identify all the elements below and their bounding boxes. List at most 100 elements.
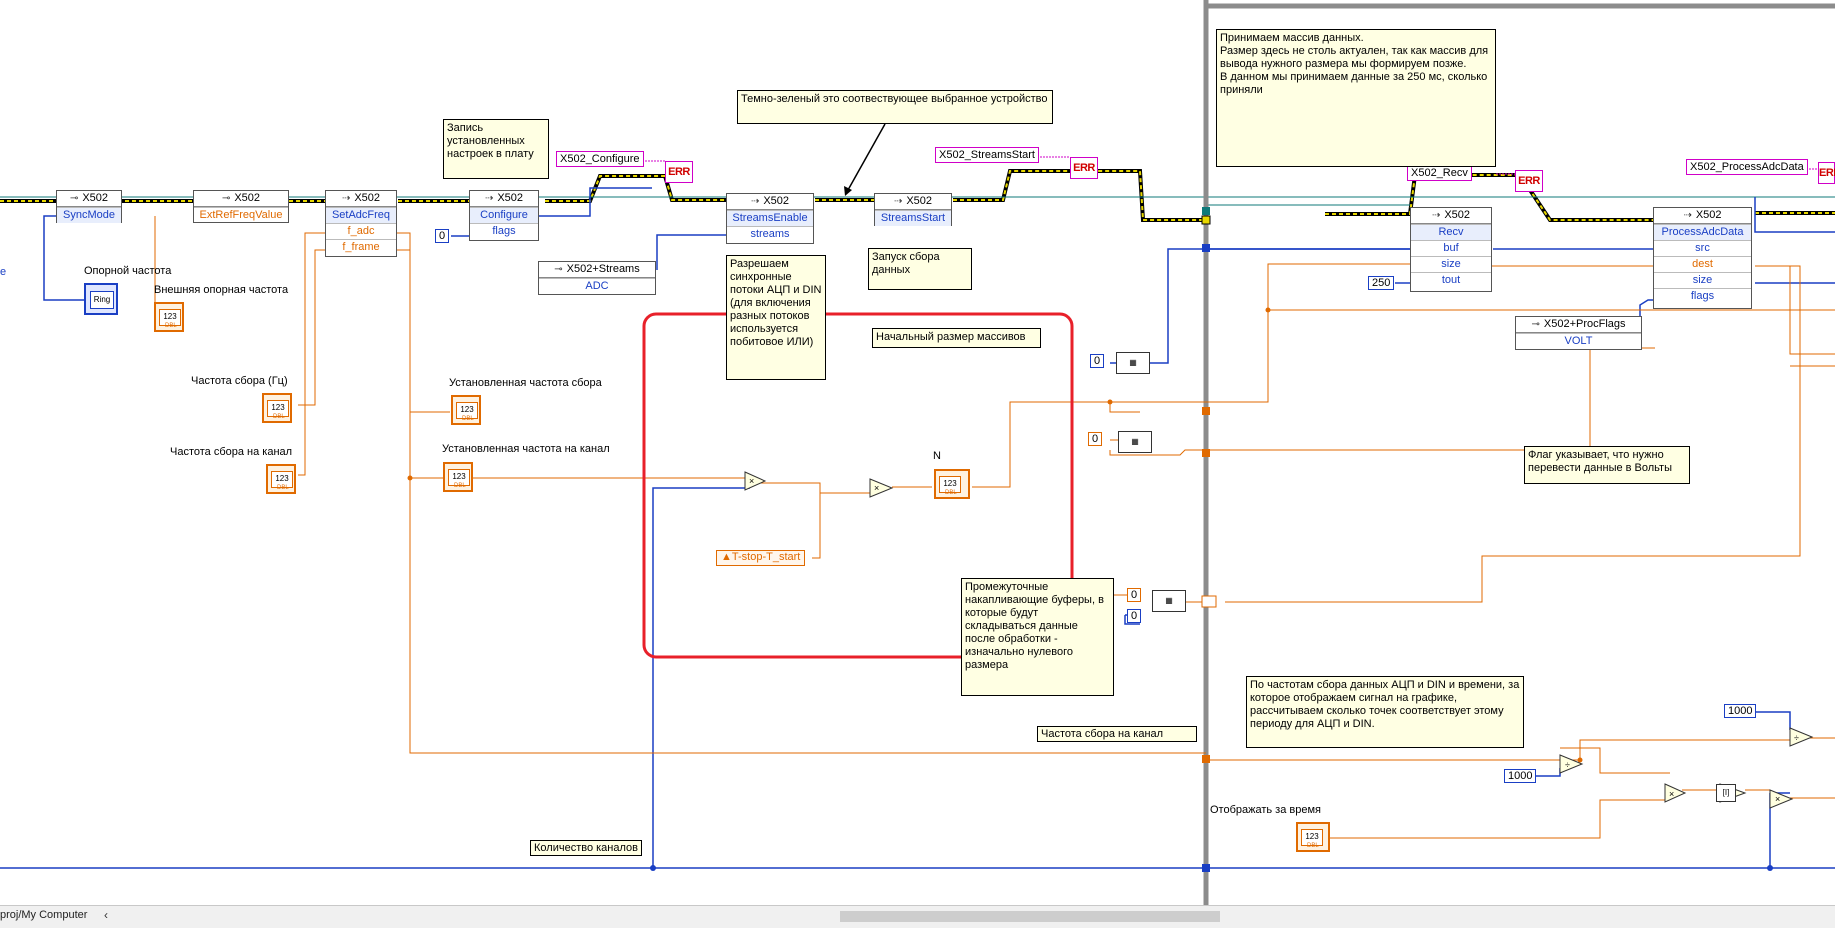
invoke-icon: ⇢ <box>484 193 494 204</box>
method-processadcdata[interactable]: ProcessAdcData <box>1654 224 1751 240</box>
invoke-icon: ⇢ <box>750 196 760 207</box>
node-header: X502 <box>906 195 933 207</box>
vi-path: proj/My Computer <box>0 909 88 921</box>
param-flags[interactable]: flags <box>1654 288 1751 304</box>
terminal-recv[interactable]: X502_Recv <box>1407 165 1472 181</box>
note-buffers: Промежуточные накапливающие буферы, в ко… <box>961 578 1114 696</box>
method-configure[interactable]: Configure <box>470 207 538 223</box>
math-primitives <box>744 471 1814 809</box>
orange-wires <box>154 216 1835 839</box>
property-icon: ⊸ <box>554 264 563 275</box>
const-buffer-zero[interactable]: 0 <box>1127 609 1142 623</box>
node-configure[interactable]: ⇢X502 Configure flags <box>469 190 539 241</box>
param-f-frame[interactable]: f_frame <box>326 239 396 255</box>
node-syncmode[interactable]: ⊸X502 SyncMode <box>56 190 122 223</box>
const-array-zero[interactable]: 0 <box>1090 354 1105 368</box>
method-streamsenable[interactable]: StreamsEnable <box>727 210 813 226</box>
node-processadcdata[interactable]: ⇢X502 ProcessAdcData src dest size flags <box>1653 207 1752 309</box>
error-cluster-icon[interactable]: ERR <box>1515 170 1543 192</box>
param-size[interactable]: size <box>1654 272 1751 288</box>
node-header: X502 <box>497 192 524 204</box>
const-flags-zero[interactable]: 0 <box>435 229 450 243</box>
terminal-processadcdata[interactable]: X502_ProcessAdcData <box>1686 159 1808 175</box>
method-recv[interactable]: Recv <box>1411 224 1491 240</box>
label-channel-count: Количество каналов <box>530 840 642 856</box>
property-icon: ⊸ <box>1531 319 1540 330</box>
svg-text:×: × <box>1775 794 1780 804</box>
param-buf[interactable]: buf <box>1411 240 1491 256</box>
local-variable-tstop[interactable]: ▲T-stop-T_start <box>716 550 806 566</box>
scroll-left-icon[interactable]: ‹ <box>104 908 108 922</box>
const-1000[interactable]: 1000 <box>1504 769 1537 783</box>
label-set-freq-ch: Установленная частота на канал <box>442 443 610 455</box>
label-ref-freq: Опорной частота <box>84 265 172 277</box>
to-integer-icon[interactable]: [I] <box>1716 784 1736 802</box>
error-cluster-icon[interactable]: ERR <box>1070 157 1098 179</box>
note-initial-size: Начальный размер массивов <box>872 328 1041 348</box>
param-dest[interactable]: dest <box>1654 256 1751 272</box>
node-header: X502 <box>354 192 381 204</box>
label-ext-ref: Внешняя опорная частота <box>154 284 289 296</box>
svg-text:×: × <box>874 483 879 493</box>
enum-value[interactable]: ADC <box>539 278 655 294</box>
ring-control-syncmode[interactable]: Ring <box>84 283 118 315</box>
node-setadcfreq[interactable]: ⇢X502 SetAdcFreq f_adc f_frame <box>325 190 397 257</box>
node-header: X502 <box>82 192 109 204</box>
enum-value[interactable]: VOLT <box>1516 333 1641 349</box>
status-bar: proj/My Computer ‹ <box>0 905 1835 928</box>
error-cluster-icon[interactable]: ERR <box>1818 162 1835 184</box>
param-tout[interactable]: tout <box>1411 272 1491 288</box>
enum-procflags[interactable]: ⊸X502+ProcFlags VOLT <box>1515 316 1642 350</box>
param-size[interactable]: size <box>1411 256 1491 272</box>
initialize-array-icon[interactable]: ▦ <box>1116 352 1150 374</box>
property-extref[interactable]: ExtRefFreqValue <box>194 207 288 223</box>
block-diagram: ×× ÷× ×÷ ⊸X502 SyncMode ⊸X502 ExtRefFreq… <box>0 0 1835 905</box>
const-tout[interactable]: 250 <box>1368 276 1395 290</box>
enum-header: X502+ProcFlags <box>1543 318 1626 330</box>
comment-arrow <box>847 123 886 191</box>
horizontal-scrollbar-thumb[interactable] <box>840 911 1220 922</box>
const-array-zero[interactable]: 0 <box>1088 432 1103 446</box>
terminal-configure[interactable]: X502_Configure <box>556 151 644 167</box>
label-freq-ch: Частота сбора на канал <box>170 446 293 458</box>
param-f-adc[interactable]: f_adc <box>326 223 396 239</box>
node-header: X502 <box>1444 209 1471 221</box>
invoke-icon: ⇢ <box>893 196 903 207</box>
note-volts: Флаг указывает, что нужно перевести данн… <box>1524 446 1690 484</box>
local-variable-label: T-stop-T_start <box>731 551 801 563</box>
param-streams[interactable]: streams <box>727 226 813 242</box>
terminal-streamsstart[interactable]: X502_StreamsStart <box>935 147 1039 163</box>
initialize-array-icon[interactable]: ▦ <box>1118 431 1152 453</box>
const-buffer-zero[interactable]: 0 <box>1127 588 1142 602</box>
enum-streams[interactable]: ⊸X502+Streams ADC <box>538 261 656 295</box>
note-receive: Принимаем массив данных. Размер здесь не… <box>1216 29 1496 167</box>
label-left-e: e <box>0 266 7 278</box>
param-src[interactable]: src <box>1654 240 1751 256</box>
property-syncmode[interactable]: SyncMode <box>57 207 121 223</box>
property-icon: ⊸ <box>221 193 231 204</box>
label-n: N <box>933 450 941 462</box>
note-streams: Разрешаем синхронные потоки АЦП и DIN (д… <box>726 255 826 380</box>
svg-text:÷: ÷ <box>1565 760 1570 770</box>
node-extref[interactable]: ⊸X502 ExtRefFreqValue <box>193 190 289 223</box>
node-header: X502 <box>763 195 790 207</box>
initialize-array-icon[interactable]: ▦ <box>1152 590 1186 612</box>
node-streamsenable[interactable]: ⇢X502 StreamsEnable streams <box>726 193 814 244</box>
const-1000[interactable]: 1000 <box>1724 704 1757 718</box>
highlight-frame <box>642 312 1074 659</box>
node-recv[interactable]: ⇢X502 Recv buf size tout <box>1410 207 1492 292</box>
node-header: X502 <box>234 192 261 204</box>
node-streamsstart[interactable]: ⇢X502 StreamsStart <box>874 193 952 226</box>
method-setadcfreq[interactable]: SetAdcFreq <box>326 207 396 223</box>
note-record-settings: Запись установленных настроек в плату <box>443 119 549 179</box>
error-cluster-icon[interactable]: ERR <box>665 161 693 183</box>
note-points: По частотам сбора данных АЦП и DIN и вре… <box>1246 676 1524 748</box>
param-flags[interactable]: flags <box>470 223 538 239</box>
invoke-icon: ⇢ <box>341 193 351 204</box>
method-streamsstart[interactable]: StreamsStart <box>875 210 951 226</box>
